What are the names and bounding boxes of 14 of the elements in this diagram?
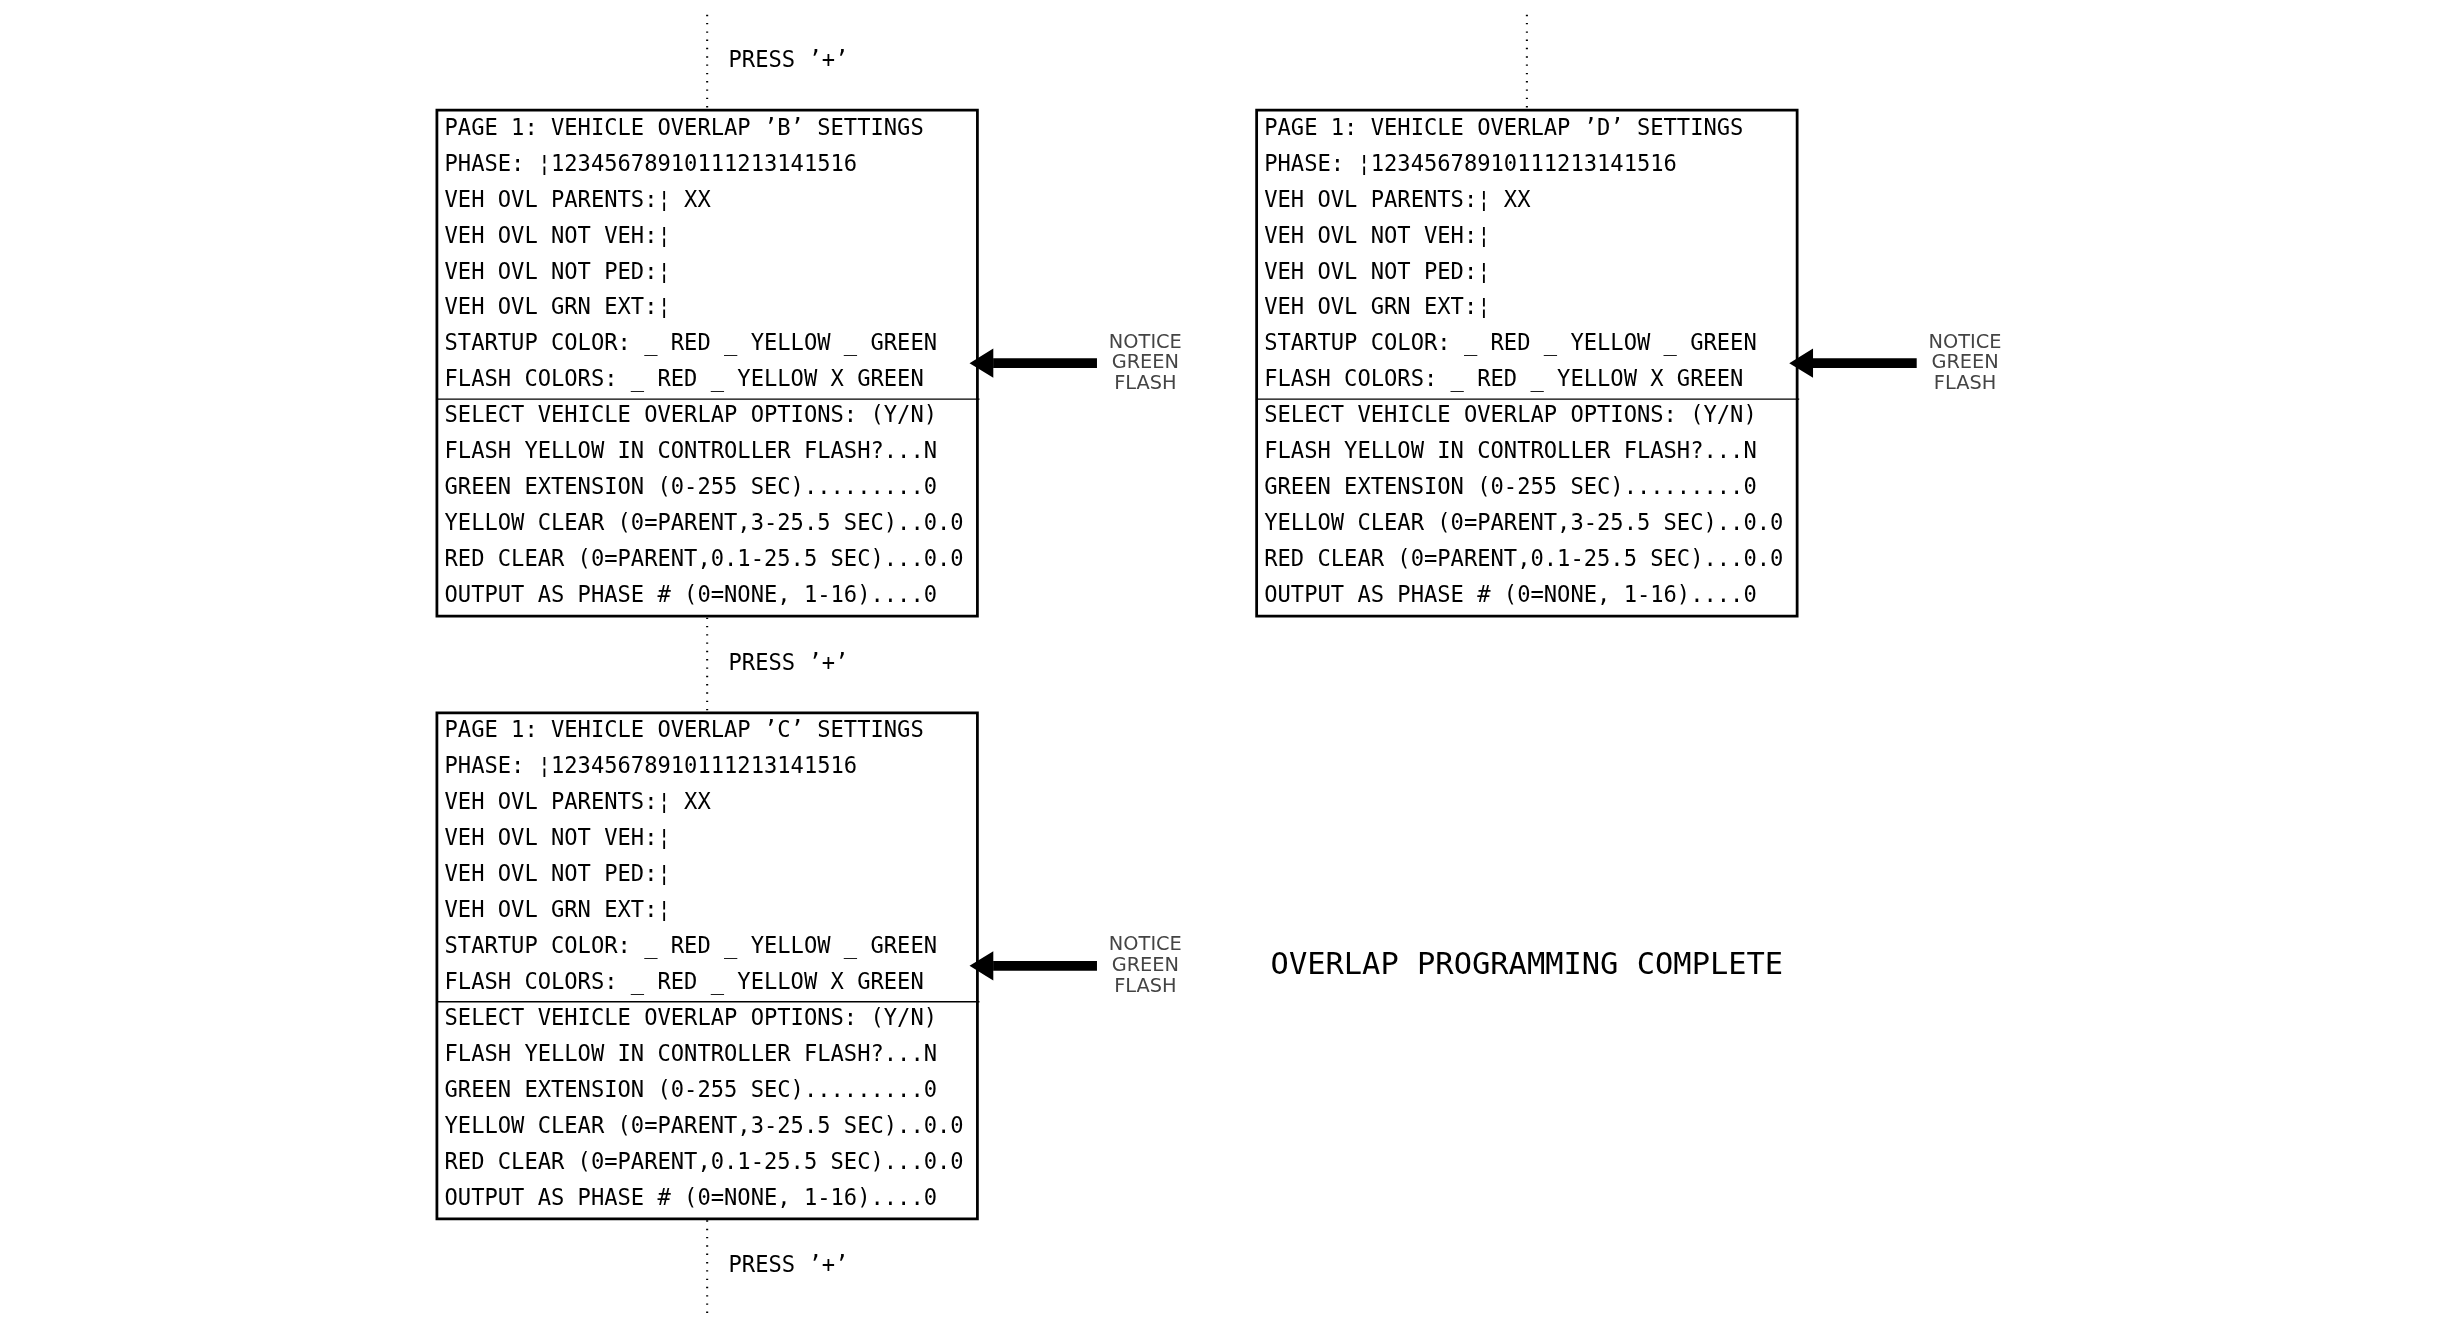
connector (706, 617, 709, 712)
node-text: NOTICE GREEN FLASH (1108, 932, 1182, 997)
label: OVERLAP PROGRAMMING COMPLETE (1270, 945, 1784, 981)
connector (706, 1220, 709, 1315)
connector (1525, 14, 1528, 109)
connector (706, 14, 709, 109)
edge-label: PRESS ’+’ (728, 1251, 849, 1278)
arrow (969, 951, 1097, 981)
arrow (969, 348, 1097, 378)
arrow (1789, 348, 1917, 378)
edge-label: PRESS ’+’ (728, 46, 849, 73)
node-text: NOTICE GREEN FLASH (1108, 329, 1182, 394)
node-text: NOTICE GREEN FLASH (1928, 329, 2002, 394)
edge-label: PRESS ’+’ (728, 648, 849, 675)
